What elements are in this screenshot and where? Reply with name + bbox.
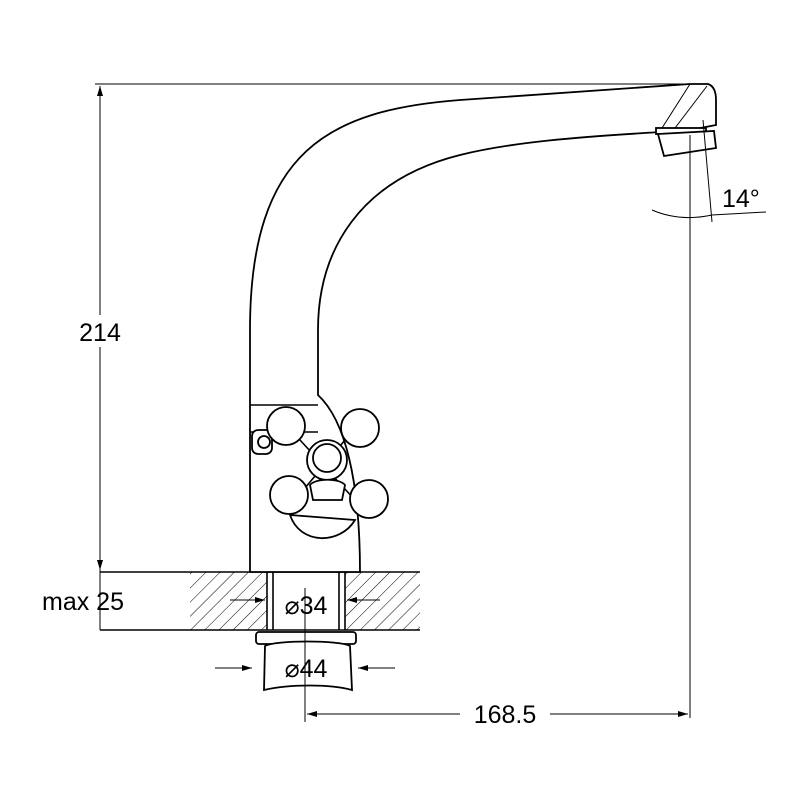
cross-handle: [251, 406, 389, 540]
aerator: [655, 127, 717, 158]
dimension-lines: [95, 83, 767, 722]
countertop: [100, 571, 420, 631]
counter-thickness-dimension: max 25: [42, 588, 124, 616]
spout-angle-dimension: 14°: [722, 185, 760, 213]
reach-dimension: 168.5: [474, 701, 537, 729]
base-nut: [255, 631, 357, 692]
hole-diameter-dimension: ⌀34: [285, 592, 328, 620]
height-dimension: 214: [79, 319, 121, 347]
base-diameter-dimension: ⌀44: [285, 655, 328, 683]
